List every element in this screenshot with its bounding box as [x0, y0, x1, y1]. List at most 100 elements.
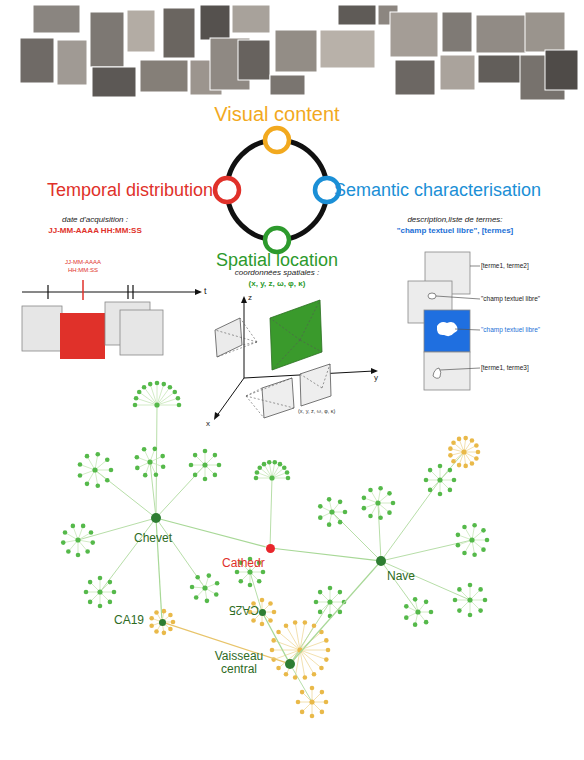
node-label: Vaisseau central — [206, 650, 272, 676]
facet-ring — [265, 228, 289, 252]
graph-leaf — [168, 385, 173, 390]
graph-leaf — [213, 453, 218, 458]
graph-leaf — [312, 623, 317, 628]
timestamp-note: HH:MM:SS — [68, 267, 98, 274]
graph-leaf — [84, 590, 89, 595]
graph-branch — [150, 384, 157, 405]
graph-branch — [95, 470, 156, 518]
graph-leaf — [269, 475, 274, 480]
graph-leaf — [474, 443, 479, 448]
graph-leaf — [303, 675, 308, 680]
graph-leaf — [162, 609, 167, 614]
camera-sketch — [242, 342, 257, 345]
graph-leaf — [88, 580, 93, 585]
facet-ring — [215, 178, 239, 202]
graph-edge — [264, 615, 288, 660]
timeline-sketch — [22, 306, 62, 351]
graph-leaf — [300, 710, 305, 715]
graph-leaf — [78, 462, 83, 467]
annotation-sketch — [455, 329, 480, 330]
graph-leaf — [467, 597, 472, 602]
graph-branch — [381, 480, 440, 561]
graph-leaf — [135, 455, 140, 460]
graph-leaf — [142, 385, 147, 390]
graph-leaf — [428, 468, 433, 473]
graph-leaf — [154, 629, 159, 634]
graph-leaf — [451, 459, 456, 464]
photo-collage — [20, 38, 54, 83]
graph-leaf — [326, 648, 331, 653]
graph-leaf — [134, 396, 139, 401]
graph-branch — [270, 478, 272, 548]
graph-branch — [440, 452, 464, 480]
camera-sketch — [270, 300, 322, 370]
graph-leaf — [61, 540, 66, 545]
graph-leaf — [319, 666, 324, 671]
graph-leaf — [148, 382, 153, 387]
graph-branch — [63, 383, 487, 716]
graph-leaf — [202, 462, 207, 467]
annotation-sketch — [440, 368, 480, 370]
graph-leaf — [343, 510, 348, 515]
graph-leaf — [329, 509, 334, 514]
graph-leaf — [286, 476, 291, 481]
graph-leaf — [262, 462, 267, 467]
node-label: CA19 — [114, 614, 144, 627]
timestamp-note: JJ-MM-AAAA — [65, 259, 101, 266]
graph-leaf — [318, 590, 323, 595]
graph-branch — [300, 650, 328, 651]
graph-branch — [378, 503, 381, 561]
graph-leaf — [318, 610, 323, 615]
graph-branch — [136, 398, 157, 405]
graph-leaf — [368, 488, 373, 493]
field-format: "champ textuel libre", [termes] — [397, 226, 514, 235]
graph-leaf — [203, 449, 208, 454]
photo-collage — [127, 10, 155, 52]
graph-leaf — [137, 390, 142, 395]
graph-leaf — [338, 520, 343, 525]
annotation-sketch — [433, 368, 441, 378]
photo-collage — [238, 40, 270, 80]
graph-branch — [135, 405, 157, 406]
graph-branch — [157, 398, 178, 405]
term-text: [terme1, terme2] — [481, 262, 529, 269]
field-caption: date d'acquisition : — [62, 215, 128, 224]
graph-leaf — [303, 620, 308, 625]
timeline-sketch — [120, 310, 163, 355]
graph-branch — [150, 462, 156, 518]
annotation-sketch — [428, 293, 436, 299]
graph-leaf — [61, 381, 489, 719]
photo-collage — [270, 75, 305, 95]
graph-leaf — [362, 506, 367, 511]
field-format: JJ-MM-AAAA HH:MM:SS — [48, 226, 141, 235]
graph-leaf — [462, 551, 467, 556]
graph-leaf — [108, 580, 113, 585]
photo-collage — [275, 30, 317, 72]
graph-leaf — [202, 585, 207, 590]
graph-branch — [300, 650, 305, 678]
graph-leaf — [214, 592, 219, 597]
facet-ring — [227, 140, 327, 240]
graph-leaf — [193, 453, 198, 458]
graph-leaf — [257, 465, 262, 470]
graph-leaf — [112, 590, 117, 595]
graph-branch — [286, 650, 300, 674]
graph-leaf — [268, 618, 273, 623]
graph-leaf — [159, 619, 164, 624]
camera-sketch — [246, 378, 292, 396]
graph-leaf — [161, 464, 166, 469]
graph-leaf — [310, 686, 315, 691]
timeline-sketch — [195, 289, 202, 295]
graph-leaf — [320, 690, 325, 695]
graph-branch — [279, 632, 300, 650]
graph-leaf — [213, 473, 218, 478]
camera-sketch — [300, 374, 322, 388]
graph-leaf — [75, 537, 80, 542]
graph-branch — [381, 561, 470, 600]
graph-leaf — [261, 570, 266, 575]
graph-leaf — [368, 514, 373, 519]
graph-leaf — [457, 608, 462, 613]
graph-leaf — [415, 609, 420, 614]
graph-leaf — [476, 450, 481, 455]
graph-edge — [293, 565, 377, 661]
